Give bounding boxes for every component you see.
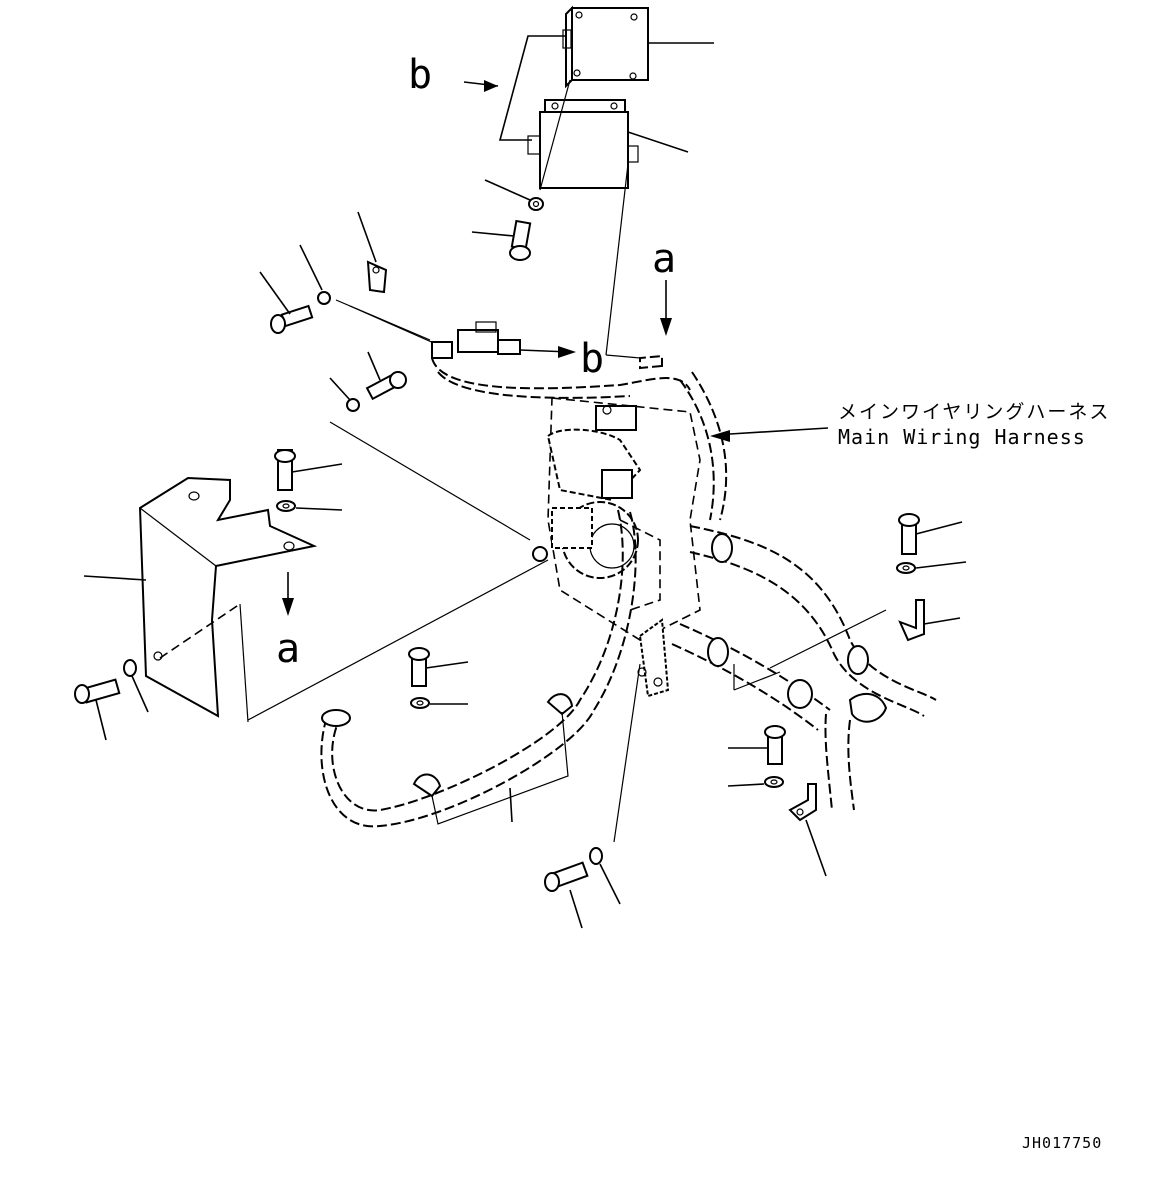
right-bracket-lower — [788, 783, 827, 877]
harness-label-en: Main Wiring Harness — [838, 425, 1086, 449]
harness-connector-left — [431, 321, 521, 359]
lower-washer — [589, 847, 621, 905]
plate-washer-left — [123, 659, 149, 713]
right-bolt-upper — [898, 513, 963, 555]
plate-bolt-top — [274, 449, 343, 491]
clip-washer-upper — [299, 244, 331, 305]
hose-clip-bracket — [431, 711, 569, 825]
clip-bracket-upper — [357, 211, 388, 294]
main-wiring-harness — [431, 163, 728, 521]
right-bracket-upper — [898, 599, 961, 642]
plate-washer-top — [276, 500, 343, 512]
hose-clip-b — [546, 693, 574, 716]
lower-bolt — [544, 861, 589, 929]
view-a-arrow-top — [660, 280, 672, 336]
box-bolt — [471, 219, 532, 261]
view-a-arrow-bottom — [282, 572, 294, 616]
harness-leader — [710, 427, 829, 442]
right-pipe — [671, 525, 937, 811]
view-a-label-top: a — [652, 236, 676, 282]
view-b-bracket — [463, 35, 566, 141]
right-washer-lower — [727, 776, 784, 788]
lower-box — [527, 99, 689, 189]
right-washer-upper — [896, 561, 967, 574]
clip-bolt-upper — [259, 271, 314, 334]
lower-bracket — [637, 618, 670, 698]
lower-hose — [320, 509, 637, 828]
hose-clip-washer — [410, 697, 468, 709]
plate-bolt-left — [74, 678, 121, 741]
right-bolt-lower — [728, 725, 786, 765]
view-b-arrow-mid — [519, 346, 576, 358]
cover-plate — [83, 476, 318, 723]
view-b-label-top: b — [408, 52, 432, 98]
hose-clip-a — [412, 773, 442, 798]
harness-label-jp: メインワイヤリングハーネス — [838, 401, 1110, 423]
central-assembly — [247, 397, 701, 721]
hose-clip-bolt — [408, 647, 469, 687]
clip-bolt-mid — [365, 351, 407, 401]
clip-washer-mid — [329, 377, 360, 412]
drawing-code: JH017750 — [1022, 1134, 1102, 1152]
view-a-label-bottom: a — [276, 626, 300, 672]
box-washer — [484, 179, 544, 211]
upper-box — [562, 5, 714, 89]
view-b-label-mid: b — [580, 336, 604, 382]
